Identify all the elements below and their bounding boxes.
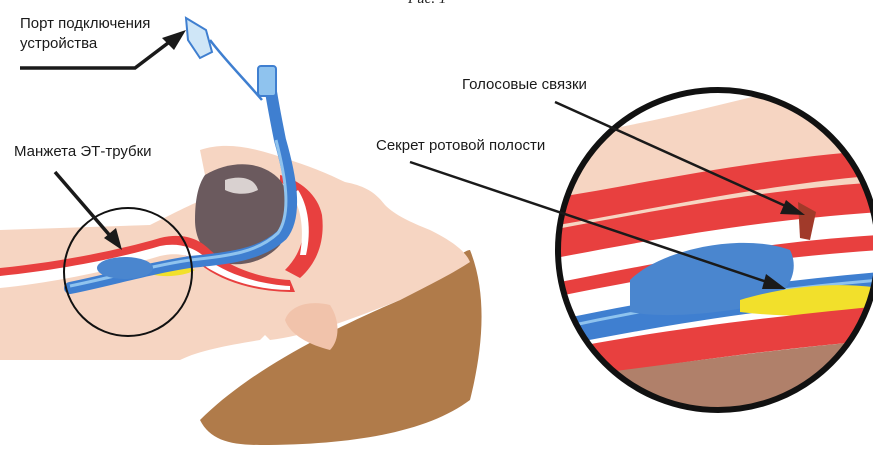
label-port-line1: Порт подключения	[20, 14, 150, 33]
et-cuff	[97, 257, 153, 279]
label-secretion: Секрет ротовой полости	[376, 136, 545, 155]
ear	[285, 303, 338, 350]
tube-connector	[258, 66, 276, 96]
pilot-balloon	[186, 18, 212, 58]
figure-caption: Рис. 1	[408, 0, 446, 8]
label-vocal-cords: Голосовые связки	[462, 75, 587, 94]
label-port-line2: устройства	[20, 34, 97, 53]
pilot-line	[210, 40, 262, 100]
label-cuff: Манжета ЭТ-трубки	[14, 142, 152, 161]
